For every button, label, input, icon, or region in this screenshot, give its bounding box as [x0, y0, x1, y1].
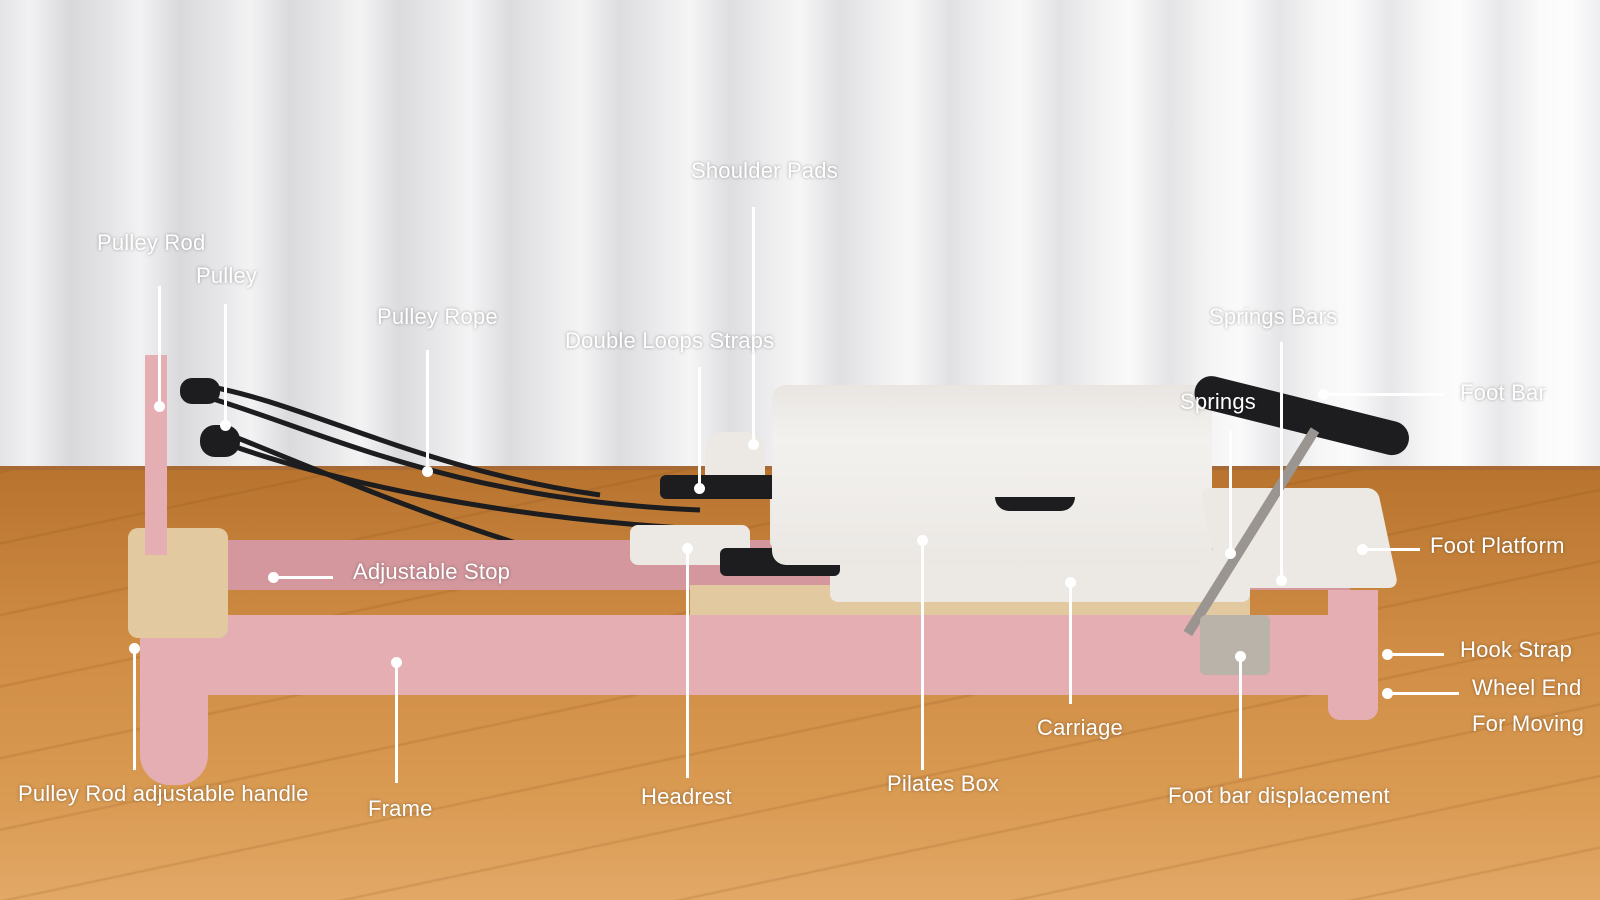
pulley-rod: [145, 355, 167, 555]
pulley-base-plate: [128, 528, 228, 638]
leader-line-foot-bar-displacement: [1239, 656, 1242, 778]
label-pulley-rope: Pulley Rope: [377, 304, 498, 329]
leader-dot-double-loops-straps: [694, 483, 705, 494]
label-springs-bars: Springs Bars: [1209, 304, 1338, 329]
label-pulley: Pulley: [196, 263, 258, 288]
label-foot-bar: Foot Bar: [1460, 380, 1546, 405]
leader-line-adjustable-stop: [273, 576, 333, 579]
leader-line-wheel-end: [1387, 692, 1459, 695]
leader-line-headrest: [686, 548, 689, 778]
leader-line-foot-bar: [1323, 393, 1443, 396]
label-shoulder-pads: Shoulder Pads: [691, 158, 838, 183]
loop-strap-back: [660, 475, 780, 499]
leader-dot-springs-bars: [1276, 575, 1287, 586]
leader-dot-pilates-box: [917, 535, 928, 546]
leader-line-frame: [395, 662, 398, 783]
label-pulley-rod: Pulley Rod: [97, 230, 206, 255]
leader-line-springs: [1229, 431, 1232, 553]
pulley-bottom: [200, 425, 240, 457]
label-springs: Springs: [1180, 389, 1256, 414]
left-leg: [140, 620, 208, 785]
leader-dot-pulley: [220, 420, 231, 431]
label-carriage: Carriage: [1037, 715, 1123, 740]
label-adjustable-stop: Adjustable Stop: [353, 559, 511, 584]
leader-dot-pulley-rope: [422, 466, 433, 477]
label-foot-platform: Foot Platform: [1430, 533, 1565, 558]
leader-dot-pulley-rod-adjustable-handle: [129, 643, 140, 654]
leader-line-carriage: [1069, 582, 1072, 704]
leader-line-pulley-rod: [158, 286, 161, 406]
right-leg: [1328, 590, 1378, 720]
label-for-moving: For Moving: [1472, 711, 1585, 736]
label-foot-bar-displacement: Foot bar displacement: [1168, 783, 1390, 808]
leader-line-hook-strap: [1387, 653, 1444, 656]
label-double-loops-straps: Double Loops Straps: [565, 328, 775, 353]
leader-dot-wheel-end: [1382, 688, 1393, 699]
leader-dot-hook-strap: [1382, 649, 1393, 660]
leader-dot-adjustable-stop: [268, 572, 279, 583]
pilates-box: [772, 385, 1212, 565]
foot-bar-bracket: [1200, 615, 1270, 675]
leader-dot-frame: [391, 657, 402, 668]
front-rail: [190, 615, 1350, 695]
leader-line-shoulder-pads: [752, 207, 755, 444]
leader-line-double-loops-straps: [698, 367, 701, 488]
leader-dot-springs: [1225, 548, 1236, 559]
leader-line-pilates-box: [921, 540, 924, 770]
leader-dot-foot-bar: [1318, 389, 1329, 400]
leader-dot-pulley-rod: [154, 401, 165, 412]
label-wheel-end: Wheel End: [1472, 675, 1582, 700]
leader-dot-foot-platform: [1357, 544, 1368, 555]
leader-dot-foot-bar-displacement: [1235, 651, 1246, 662]
label-pulley-rod-adjustable-handle: Pulley Rod adjustable handle: [18, 781, 309, 806]
leader-line-pulley-rope: [426, 350, 429, 471]
label-headrest: Headrest: [641, 784, 732, 809]
label-frame: Frame: [368, 796, 433, 821]
leader-dot-shoulder-pads: [748, 439, 759, 450]
leader-dot-carriage: [1065, 577, 1076, 588]
leader-line-springs-bars: [1280, 342, 1283, 580]
leader-dot-headrest: [682, 543, 693, 554]
box-handle: [995, 497, 1075, 511]
leader-line-pulley: [224, 304, 227, 425]
label-pilates-box: Pilates Box: [887, 771, 1000, 796]
pulley-top: [180, 378, 220, 404]
leader-line-foot-platform: [1362, 548, 1420, 551]
leader-line-pulley-rod-adjustable-handle: [133, 648, 136, 770]
label-hook-strap: Hook Strap: [1460, 637, 1573, 662]
